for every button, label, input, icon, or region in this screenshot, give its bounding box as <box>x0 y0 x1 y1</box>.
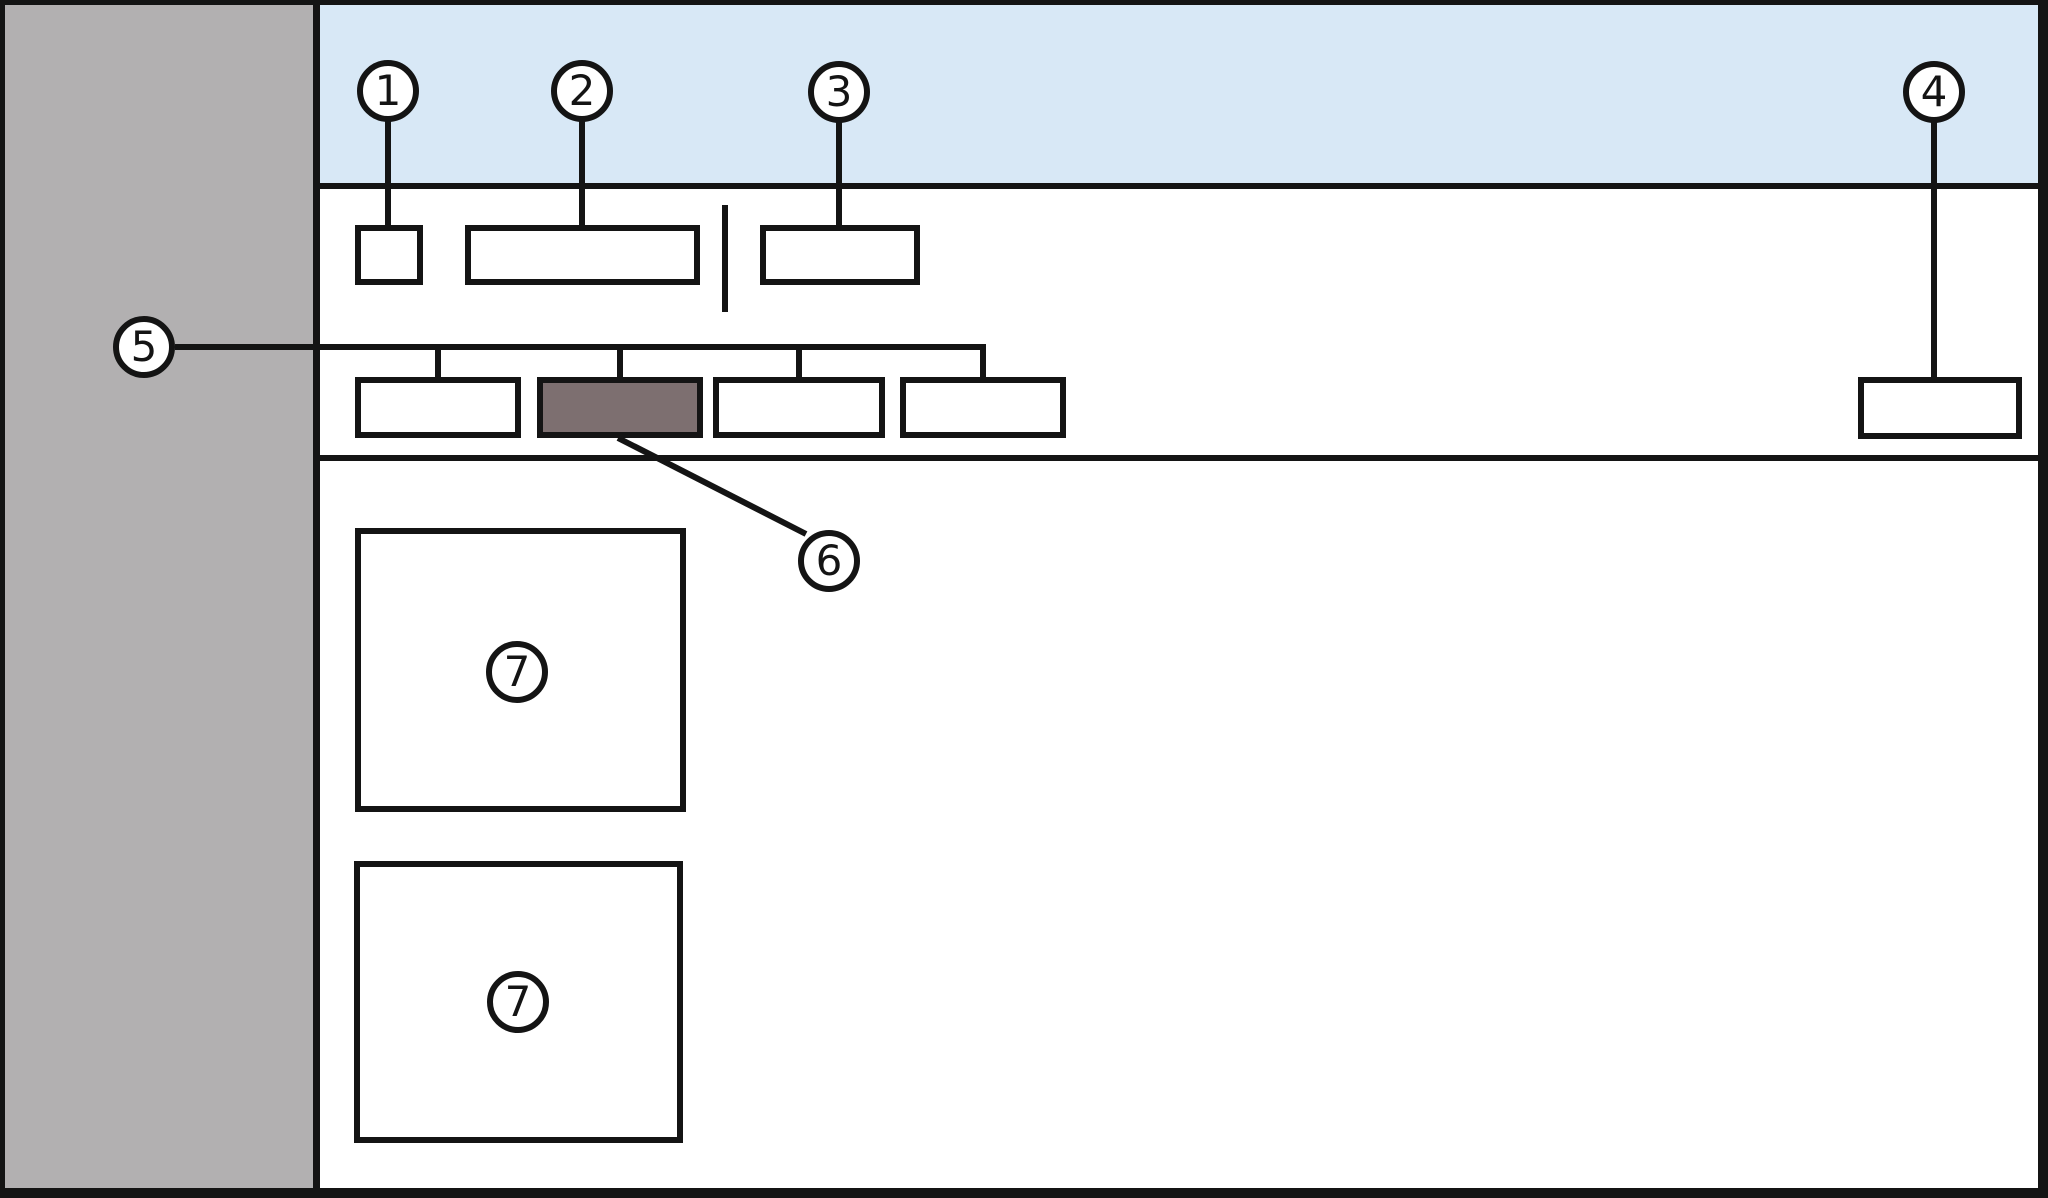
frame-right <box>2038 0 2048 1198</box>
callout-badge-2: 2 <box>551 60 613 122</box>
header-bottom-line <box>313 183 2038 189</box>
highlighted-tab-box <box>537 377 703 438</box>
toolbar-secondary-button-box <box>760 225 920 285</box>
bracket-tick-2 <box>617 350 623 377</box>
frame-bottom <box>0 1188 2048 1198</box>
bracket-tick-1 <box>435 350 441 377</box>
tab-box-1 <box>355 377 521 438</box>
callout2-leader-line <box>579 121 585 225</box>
callout-3-number: 3 <box>825 67 853 116</box>
frame-top <box>0 0 2048 5</box>
tab-box-4 <box>900 377 1066 438</box>
frame-left <box>0 0 5 1198</box>
callout1-leader-line <box>385 121 391 225</box>
callout-badge-7-top: 7 <box>486 641 548 703</box>
bracket-tick-4 <box>980 350 986 377</box>
tab-box-3 <box>713 377 885 438</box>
toolbar-small-button-box <box>355 225 423 285</box>
bracket-tick-3 <box>796 350 802 377</box>
callout-7-top-number: 7 <box>503 647 531 696</box>
callout-badge-5: 5 <box>113 316 175 378</box>
toolbar-far-right-button-box <box>1858 377 2022 439</box>
callout-5-number: 5 <box>130 322 158 371</box>
toolbar-bottom-line <box>313 455 2038 461</box>
callout-1-number: 1 <box>374 66 402 115</box>
callout-2-number: 2 <box>568 66 596 115</box>
callout-7-bottom-number: 7 <box>504 977 532 1026</box>
callout-4-number: 4 <box>1920 67 1948 116</box>
callout4-leader-line <box>1931 121 1937 377</box>
callout3-leader-line <box>836 121 842 225</box>
toolbar-wide-button-box <box>465 225 700 285</box>
callout5-bracket-line <box>175 344 986 350</box>
toolbar-group-divider-line <box>722 205 728 312</box>
sidebar-divider-line <box>313 0 320 1198</box>
callout-badge-4: 4 <box>1903 61 1965 123</box>
sidebar-region <box>0 0 313 1198</box>
callout-badge-7-bottom: 7 <box>487 971 549 1033</box>
callout-badge-1: 1 <box>357 60 419 122</box>
callout-badge-6: 6 <box>798 530 860 592</box>
callout-6-number: 6 <box>815 536 843 585</box>
callout-badge-3: 3 <box>808 61 870 123</box>
